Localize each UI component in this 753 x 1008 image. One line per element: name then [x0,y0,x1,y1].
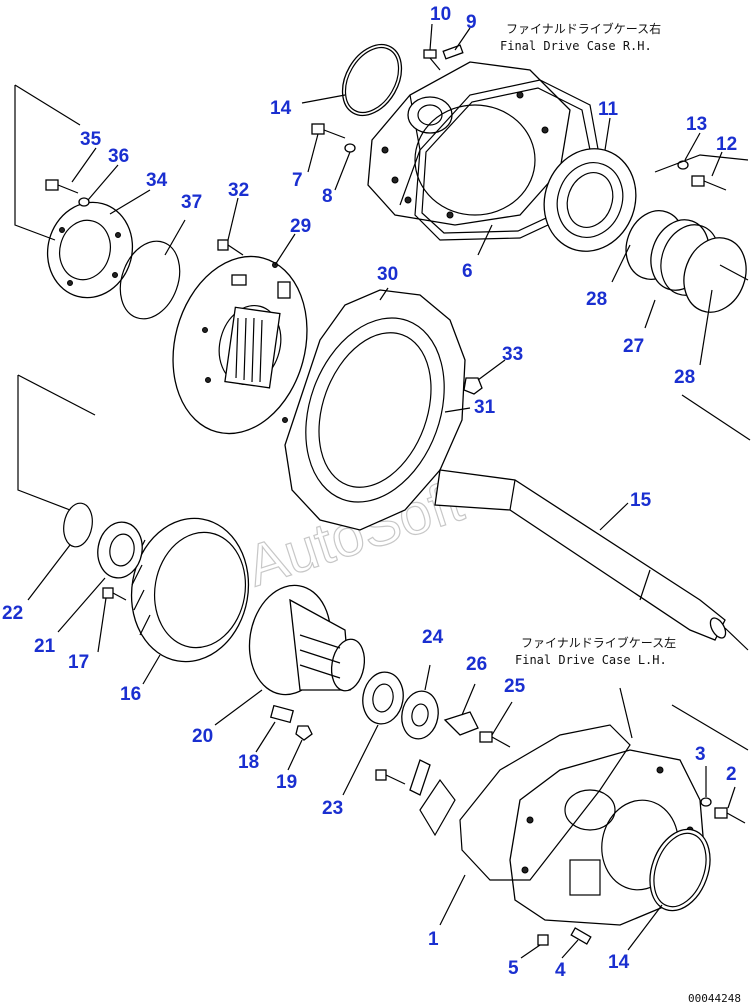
cage-24 [401,690,439,740]
label-13: 13 [686,114,707,135]
label-28-right: 28 [674,367,695,388]
bolt-10 [423,49,441,71]
label-1: 1 [428,929,439,950]
seal-28-right [683,237,747,313]
label-27: 27 [623,336,644,357]
label-35: 35 [80,129,102,150]
bolt-25 [479,731,511,748]
label-11: 11 [598,99,619,120]
label-29: 29 [290,216,311,237]
washer-36 [78,197,90,207]
bearing-11 [543,148,637,252]
ring-gear-16 [130,517,250,663]
label-6: 6 [462,261,473,282]
sprocket-30 [284,289,466,531]
bolt-2 [714,807,746,824]
washer-3 [700,797,712,807]
caption-lh-jp: ファイナルドライブケース左 [521,635,676,650]
label-12: 12 [716,134,737,155]
washer-8 [344,143,356,153]
snap-ring-22 [63,502,93,548]
bolt-12 [691,175,727,191]
bolt-17 [102,587,127,601]
bolt-5 [537,934,549,946]
caption-lh-en: Final Drive Case L.H. [515,653,667,667]
label-8: 8 [322,186,333,207]
label-14-bottom: 14 [608,952,630,973]
label-25: 25 [504,676,526,697]
pin-4 [570,927,592,945]
label-36: 36 [108,146,129,167]
label-18: 18 [238,752,259,773]
label-34: 34 [146,170,168,191]
label-30: 30 [377,264,398,285]
label-28-left: 28 [586,289,607,310]
o-ring-14-bottom [649,828,711,912]
label-22: 22 [2,603,23,624]
pin-9 [442,44,464,60]
label-17: 17 [68,652,89,673]
caption-rh-en: Final Drive Case R.H. [500,39,652,53]
nut-19 [295,725,313,741]
bolt-32 [217,239,244,256]
bolt-33 [463,377,483,395]
carrier-20 [248,584,366,696]
label-7: 7 [292,170,303,191]
label-23: 23 [322,798,343,819]
label-32: 32 [228,180,249,201]
hub-29 [172,255,308,435]
label-4: 4 [555,960,566,981]
leader-lines [27,23,736,959]
label-24: 24 [422,627,444,648]
label-20: 20 [192,726,213,747]
lock-plate-18 [269,704,295,724]
bracket-bottom [409,759,456,837]
o-ring-37 [119,240,181,320]
label-26: 26 [466,654,487,675]
label-21: 21 [34,636,56,657]
part-labels: 10 9 14 11 13 12 7 8 35 36 34 32 37 29 6… [2,4,737,981]
label-33: 33 [502,344,523,365]
bearing-21 [97,521,143,579]
plate-26 [443,711,479,736]
label-15: 15 [630,490,652,511]
label-16: 16 [120,684,141,705]
label-9: 9 [466,12,477,33]
drawing-code: 00044248 [688,992,741,1005]
cover-34 [46,201,134,299]
label-14-top: 14 [270,98,292,119]
o-ring-14-top [341,43,403,117]
label-3: 3 [695,744,706,765]
bolt-bottom-left [375,769,406,785]
label-19: 19 [276,772,297,793]
caption-rh-jp: ファイナルドライブケース右 [506,21,661,36]
label-37: 37 [181,192,202,213]
label-2: 2 [726,764,737,785]
bearing-23 [362,671,404,725]
shaft-15 [434,469,727,641]
gasket-1 [459,724,631,881]
label-31: 31 [474,397,496,418]
label-10: 10 [430,4,451,25]
bolt-35 [45,179,79,194]
label-5: 5 [508,958,519,979]
